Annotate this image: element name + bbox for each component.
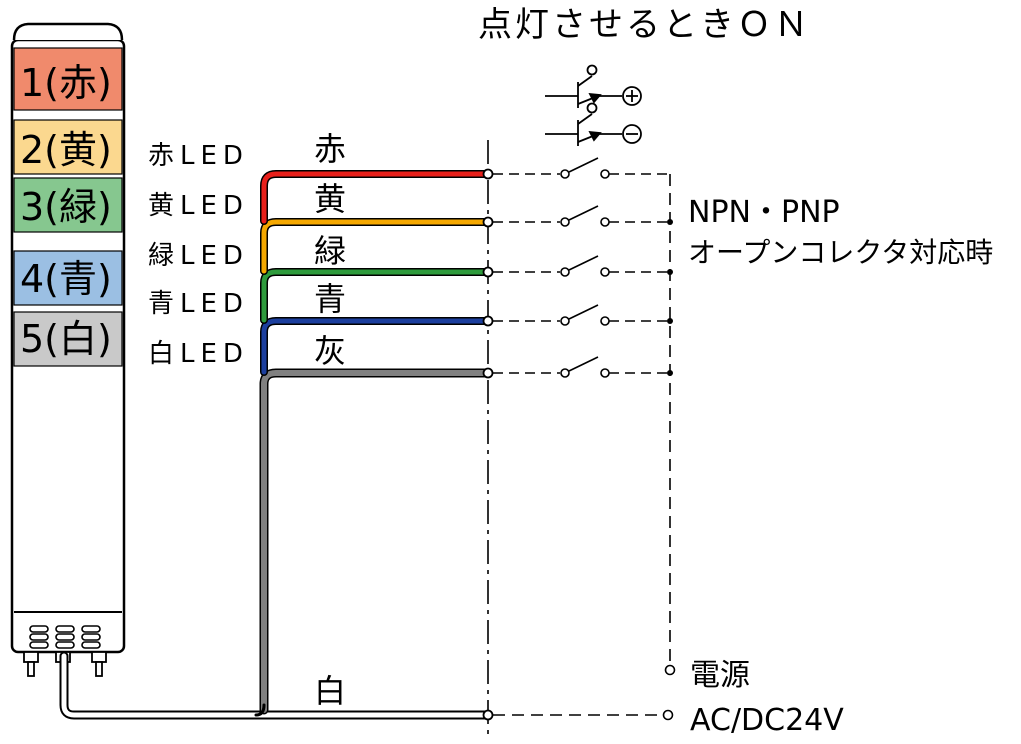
wire-label-white: 白 xyxy=(314,672,346,710)
tower-segment-4-label: 4(青) xyxy=(20,257,112,301)
wire-label-green: 緑 xyxy=(314,232,346,270)
wire-white xyxy=(59,651,493,720)
tower-segment-2-label: 2(黄) xyxy=(20,128,112,172)
plus-icon xyxy=(622,86,642,106)
led-label-white: 白LED xyxy=(148,339,249,369)
power-label: 電源 xyxy=(690,658,750,693)
cable-bundle xyxy=(59,170,493,720)
power-terminals xyxy=(662,664,676,721)
wire-red xyxy=(260,170,492,225)
tower-segment-1-label: 1(赤) xyxy=(20,61,112,105)
note-compatible-line1: NPN・PNP xyxy=(688,195,840,230)
minus-icon xyxy=(622,124,642,144)
wire-label-gray: 灰 xyxy=(314,332,346,370)
tower-base-vents xyxy=(29,625,101,649)
tower-segment-1 xyxy=(13,47,123,111)
tower-segment-3-label: 3(緑) xyxy=(20,185,112,229)
wire-blue xyxy=(260,317,492,376)
wire-label-yellow: 黄 xyxy=(314,180,346,218)
tower-segment-2 xyxy=(13,119,123,175)
power-voltage-label: AC/DC24V xyxy=(690,703,844,738)
diagram-title: 点灯させるときＯＮ xyxy=(478,5,811,45)
wire-labels: 赤 黄 緑 青 灰 白 xyxy=(314,130,346,710)
transistor-npn-symbol xyxy=(545,64,642,108)
led-label-yellow: 黄LED xyxy=(148,191,249,221)
wire-green xyxy=(260,268,492,324)
signal-tower: 1(赤) 2(黄) 3(緑) 4(青) 5(白) xyxy=(10,22,126,677)
led-label-red: 赤LED xyxy=(148,141,249,171)
led-labels: 赤LED 黄LED 緑LED 青LED 白LED xyxy=(148,141,249,369)
tower-segment-5-label: 5(白) xyxy=(20,317,112,361)
wire-gray xyxy=(259,368,493,715)
led-label-green: 緑LED xyxy=(148,241,249,271)
note-compatible-line2: オープンコレクタ対応時 xyxy=(688,236,993,269)
wire-yellow xyxy=(260,218,492,275)
led-label-blue: 青LED xyxy=(148,289,249,319)
switch-junctions xyxy=(667,219,673,376)
tower-segment-3 xyxy=(13,177,123,233)
transistor-pnp-symbol xyxy=(545,102,642,146)
tower-segment-4 xyxy=(13,250,123,306)
wire-label-blue: 青 xyxy=(314,280,346,318)
terminals xyxy=(482,168,494,721)
wire-label-red: 赤 xyxy=(314,130,346,168)
tower-segment-5 xyxy=(13,311,123,367)
switch-circuits xyxy=(493,157,671,716)
